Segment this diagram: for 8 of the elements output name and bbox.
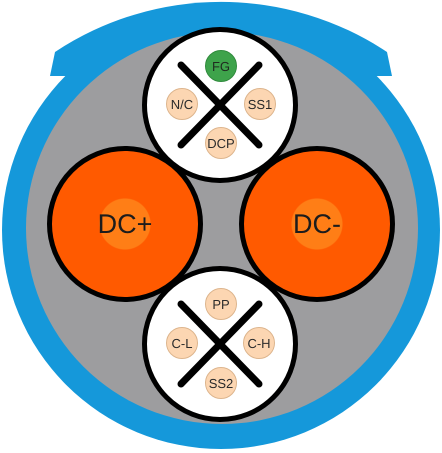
pin-contact: SS1	[244, 88, 276, 120]
pin-contact: SS2	[205, 367, 237, 399]
pin-contact: C-L	[166, 327, 198, 359]
pin-contact: C-H	[243, 327, 275, 359]
pin-contact: FG	[205, 50, 237, 82]
pin-contact: DCP	[205, 127, 237, 159]
pin-contact: N/C	[166, 88, 198, 120]
pin-contact: PP	[205, 288, 237, 320]
